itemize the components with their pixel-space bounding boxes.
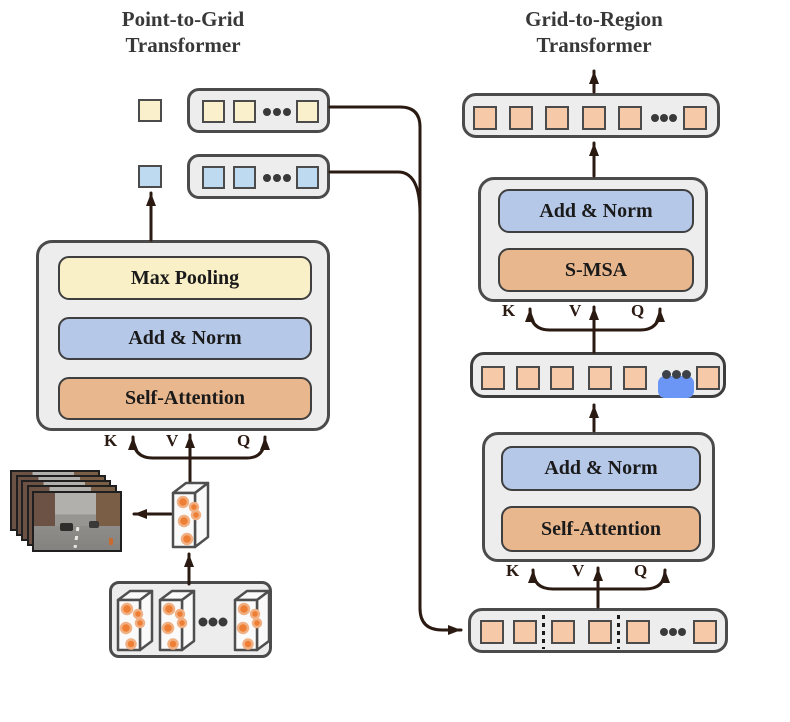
- v-label-left: V: [166, 431, 179, 450]
- token: [545, 106, 569, 130]
- token: [202, 100, 225, 123]
- ellipsis-dot: [263, 174, 271, 182]
- ellipsis-dot: [660, 114, 668, 122]
- s-msa-box: S-MSA: [498, 248, 694, 292]
- token: [551, 620, 575, 644]
- self-attention-box-right: Self-Attention: [501, 506, 701, 552]
- q-label-right-top: Q: [631, 301, 645, 320]
- self-attention-label: Self-Attention: [125, 387, 245, 409]
- s-msa-label: S-MSA: [564, 258, 628, 281]
- ellipsis-dot: [672, 370, 681, 379]
- token: [296, 100, 319, 123]
- add-norm-label: Add & Norm: [544, 457, 658, 479]
- point-token-blue: [138, 165, 162, 188]
- v-label-right-bottom: V: [572, 561, 585, 580]
- ellipsis-dot: [651, 114, 659, 122]
- arrow-k-left: [128, 435, 192, 460]
- ellipsis-dot: [263, 108, 271, 116]
- ellipsis-dot: [682, 370, 691, 379]
- s-msa-block: Add & Norm S-MSA: [478, 177, 708, 302]
- arrow-k-right-bottom: [528, 568, 600, 591]
- region-token-row-output: [462, 93, 720, 138]
- grid-token-row-input: [468, 608, 728, 653]
- token: [550, 366, 574, 390]
- token: [513, 620, 537, 644]
- ellipsis-dot: [669, 114, 677, 122]
- token: [623, 366, 647, 390]
- token: [693, 620, 717, 644]
- traffic-cone: [109, 538, 114, 546]
- k-label-right-top: K: [502, 301, 516, 320]
- ellipsis-dot: [662, 370, 671, 379]
- q-label-right-bottom: Q: [634, 561, 648, 580]
- arrow-q-right-bottom: [596, 568, 670, 591]
- left-title: Point-to-Grid Transformer: [58, 6, 308, 58]
- arrow-q-right-top: [592, 307, 665, 332]
- k-label-right-bottom: K: [506, 561, 520, 580]
- group-separator: [542, 615, 545, 649]
- camera-image-front: [32, 491, 122, 552]
- q-label-left: Q: [237, 431, 251, 450]
- token: [582, 106, 606, 130]
- token: [509, 106, 533, 130]
- ellipsis-dot: [283, 174, 291, 182]
- self-attention-box-left: Self-Attention: [58, 377, 312, 420]
- token: [481, 366, 505, 390]
- grid-token-row-yellow: [187, 88, 330, 133]
- ellipsis-dots-voxel: [198, 617, 228, 627]
- add-norm-box-smsa: Add & Norm: [498, 189, 694, 233]
- grid-token-row-middle: [470, 352, 726, 398]
- point-to-grid-block: Max Pooling Add & Norm Self-Attention: [36, 240, 330, 431]
- self-attention-label: Self-Attention: [541, 517, 661, 540]
- add-norm-box-left: Add & Norm: [58, 317, 312, 360]
- arrow-k-right-top: [525, 307, 596, 332]
- connector-yellow-row-to-input-row: [328, 105, 463, 635]
- ellipsis-dot: [273, 108, 281, 116]
- right-title-line2: Transformer: [536, 33, 652, 57]
- ellipsis-dot: [283, 108, 291, 116]
- max-pooling-box: Max Pooling: [58, 256, 312, 300]
- point-dots: [119, 602, 263, 650]
- point-dots-single: [176, 495, 202, 546]
- token: [588, 620, 612, 644]
- car: [59, 522, 73, 531]
- max-pooling-label: Max Pooling: [130, 266, 240, 289]
- ellipsis-dot: [273, 174, 281, 182]
- token: [480, 620, 504, 644]
- ellipsis-dot: [669, 628, 677, 636]
- left-title-line2: Transformer: [125, 33, 241, 57]
- token: [473, 106, 497, 130]
- connector-blue-row-merge: [328, 170, 422, 242]
- token: [588, 366, 612, 390]
- token: [296, 166, 319, 189]
- point-token-row-blue: [187, 154, 330, 199]
- ellipsis-dot: [678, 628, 686, 636]
- add-norm-label: Add & Norm: [539, 199, 653, 222]
- token: [626, 620, 650, 644]
- token: [233, 100, 256, 123]
- ellipsis-dot: [660, 628, 668, 636]
- group-separator: [617, 615, 620, 649]
- token: [683, 106, 707, 130]
- token: [516, 366, 540, 390]
- k-label-left: K: [104, 431, 118, 450]
- grid-to-region-sa-block: Add & Norm Self-Attention: [482, 432, 715, 562]
- right-title-line1: Grid-to-Region: [525, 7, 663, 31]
- token: [618, 106, 642, 130]
- add-norm-box-right: Add & Norm: [501, 446, 701, 491]
- car: [89, 521, 100, 529]
- token: [696, 366, 720, 390]
- left-title-line1: Point-to-Grid: [121, 7, 245, 31]
- token: [233, 166, 256, 189]
- arrow-q-left: [188, 435, 270, 460]
- right-title: Grid-to-Region Transformer: [469, 6, 719, 58]
- v-label-right-top: V: [569, 301, 582, 320]
- highlighted-ellipsis-blob: [658, 376, 694, 398]
- grid-token-yellow: [138, 99, 162, 122]
- add-norm-label: Add & Norm: [128, 327, 242, 349]
- token: [202, 166, 225, 189]
